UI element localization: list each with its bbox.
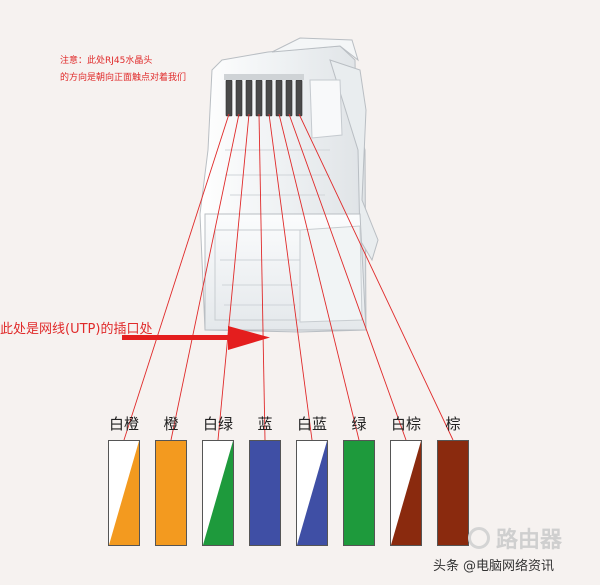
watermark-handle: @电脑网络资讯 bbox=[463, 559, 555, 574]
source-watermark: 头条 @电脑网络资讯 bbox=[433, 555, 554, 574]
wire-label-3: 白绿 bbox=[202, 415, 233, 433]
wire-swatch-3 bbox=[202, 440, 234, 546]
wire-color-fill bbox=[438, 441, 468, 545]
pin-leader-lines bbox=[123, 113, 454, 441]
wire-solid-fill bbox=[250, 441, 280, 545]
wire-label-2: 橙 bbox=[163, 415, 179, 433]
wire-color-fill bbox=[156, 441, 186, 545]
orientation-note-line2: 的方向是朝向正面触点对着我们 bbox=[60, 73, 187, 83]
wire-color-fill bbox=[391, 441, 421, 545]
wire-color-fill bbox=[297, 441, 327, 545]
wire-color-fill bbox=[250, 441, 280, 545]
connector-pins bbox=[225, 79, 303, 117]
wire-stripe-triangle bbox=[391, 441, 421, 545]
wire-swatch-2 bbox=[155, 440, 187, 546]
wire-color-fill bbox=[203, 441, 233, 545]
wire-solid-fill bbox=[438, 441, 468, 545]
wire-label-7: 白棕 bbox=[390, 415, 421, 433]
port-label: 此处是网线(UTP)的插口处 bbox=[0, 322, 153, 337]
wire-swatch-8 bbox=[437, 440, 469, 546]
wire-label-5: 白蓝 bbox=[296, 415, 327, 433]
connector-body bbox=[199, 37, 379, 333]
wire-color-fill bbox=[344, 441, 374, 545]
wire-stripe-triangle bbox=[203, 441, 233, 545]
wire-label-1: 白橙 bbox=[108, 415, 139, 433]
wire-stripe-triangle bbox=[297, 441, 327, 545]
wire-swatch-5 bbox=[296, 440, 328, 546]
wire-solid-fill bbox=[344, 441, 374, 545]
wire-solid-fill bbox=[156, 441, 186, 545]
router-logo-watermark: 路由器 bbox=[468, 522, 562, 554]
logo-text: 路由器 bbox=[496, 528, 563, 553]
wire-swatch-4 bbox=[249, 440, 281, 546]
orientation-note-line1: 注意：此处RJ45水晶头 bbox=[60, 56, 153, 66]
wire-swatch-6 bbox=[343, 440, 375, 546]
wire-color-fill bbox=[109, 441, 139, 545]
watermark-brand: 头条 bbox=[433, 559, 460, 574]
logo-ring-icon bbox=[468, 527, 490, 549]
wire-swatch-1 bbox=[108, 440, 140, 546]
wire-label-4: 蓝 bbox=[257, 415, 273, 433]
wire-stripe-triangle bbox=[109, 441, 139, 545]
wire-swatch-7 bbox=[390, 440, 422, 546]
port-arrow bbox=[122, 326, 270, 350]
wire-label-8: 棕 bbox=[445, 415, 461, 433]
wire-label-6: 绿 bbox=[351, 415, 367, 433]
